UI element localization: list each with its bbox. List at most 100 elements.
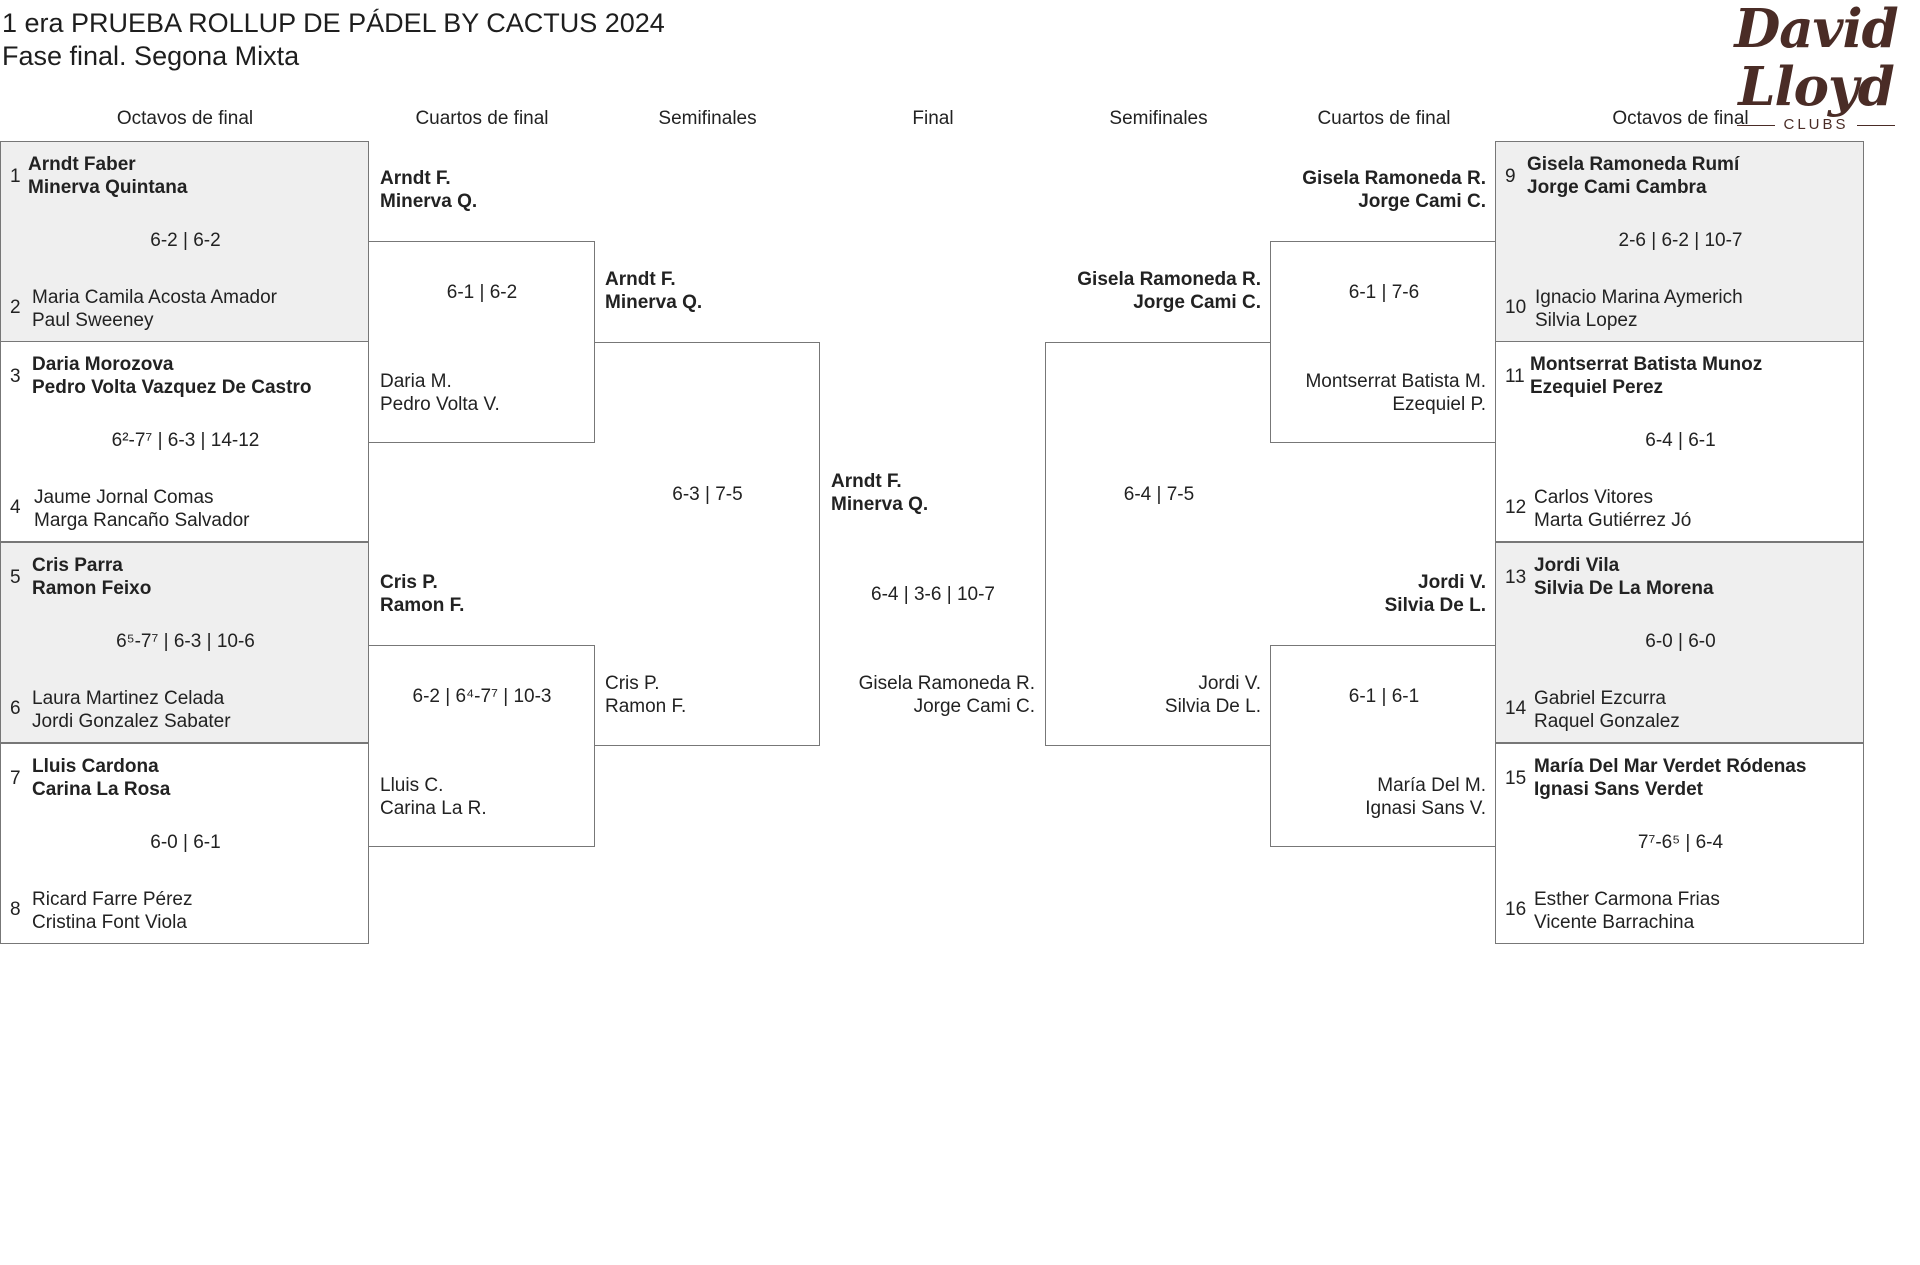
match-score: 2-6 | 6-2 | 10-7 [1618, 230, 1743, 251]
player-name: Silvia De La Morena [1534, 578, 1714, 599]
player-name: Jorge Cami C. [1133, 292, 1261, 313]
player-name: María Del Mar Verdet Ródenas [1534, 756, 1807, 777]
player-name: Carina La R. [380, 798, 487, 819]
match-card-r16: 11 Montserrat Batista Munoz Ezequiel Per… [1495, 341, 1864, 542]
player-name: Montserrat Batista Munoz [1530, 354, 1763, 375]
match-score: 6-2 | 6-2 [150, 230, 221, 251]
final-runner-up: Gisela Ramoneda R. Jorge Cami C. [820, 672, 1035, 718]
player-name: Raquel Gonzalez [1534, 711, 1680, 732]
qf-team-top: Cris P. Ramon F. [380, 571, 464, 617]
match-score: 6-0 | 6-1 [150, 832, 221, 853]
match-score: 6²-7⁷ | 6-3 | 14-12 [111, 430, 260, 451]
player-name: Daria Morozova [32, 354, 174, 375]
seed-number: 8 [10, 899, 21, 920]
match-card-r16: 5 Cris Parra Ramon Feixo 6⁵-7⁷ | 6-3 | 1… [0, 542, 369, 743]
player-name: Cristina Font Viola [32, 912, 187, 933]
player-name: Silvia De L. [1384, 595, 1486, 616]
seed-number: 5 [10, 567, 21, 588]
match-card-r16: 3 Daria Morozova Pedro Volta Vazquez De … [0, 341, 369, 542]
brand-logo: David Lloyd CLUBS [1712, 0, 1920, 133]
page-title: 1 era PRUEBA ROLLUP DE PÁDEL BY CACTUS 2… [2, 8, 665, 38]
player-name: Ramon Feixo [32, 578, 152, 599]
player-name: Jorge Cami Cambra [1527, 177, 1707, 198]
match-score: 6-1 | 6-1 [1348, 686, 1420, 707]
sf-bracket-box: 6-4 | 7-5 [1045, 342, 1271, 746]
player-name: Esther Carmona Frias [1534, 889, 1720, 910]
sf-team-top: Gisela Ramoneda R. Jorge Cami C. [1046, 268, 1261, 314]
seed-number: 14 [1505, 698, 1527, 719]
round-header-final: Final [912, 108, 954, 129]
player-name: Lluis C. [380, 775, 444, 796]
player-name: Jordi V. [1418, 572, 1486, 593]
player-name: Cris Parra [32, 555, 123, 576]
seed-number: 11 [1505, 366, 1525, 387]
qf-bracket-box: 6-1 | 7-6 [1270, 241, 1496, 443]
round-header-qf-left: Cuartos de final [415, 108, 549, 129]
player-name: Laura Martinez Celada [32, 688, 225, 709]
match-score: 6-1 | 6-2 [446, 282, 518, 303]
player-name: Minerva Q. [380, 191, 478, 212]
sf-team-bottom: Jordi V. Silvia De L. [1046, 672, 1261, 718]
player-name: Cris P. [380, 572, 438, 593]
match-card-r16: 15 María Del Mar Verdet Ródenas Ignasi S… [1495, 743, 1864, 944]
player-name: Paul Sweeney [32, 310, 154, 331]
player-name: Gisela Ramoneda R. [858, 673, 1035, 694]
player-name: Gisela Ramoneda Rumí [1527, 154, 1740, 175]
qf-team-bottom: Lluis C. Carina La R. [380, 774, 487, 820]
seed-number: 15 [1505, 768, 1527, 789]
round-header-sf-right: Semifinales [1109, 108, 1208, 129]
seed-number: 6 [10, 698, 21, 719]
match-card-r16: 13 Jordi Vila Silvia De La Morena 6-0 | … [1495, 542, 1864, 743]
player-name: Ignacio Marina Aymerich [1535, 287, 1743, 308]
seed-number: 1 [10, 166, 21, 187]
seed-number: 4 [10, 497, 21, 518]
player-name: Pedro Volta Vazquez De Castro [32, 377, 312, 398]
qf-bracket-box: 6-2 | 6⁴-7⁷ | 10-3 [369, 645, 595, 847]
logo-wordmark: David Lloyd [1734, 0, 1898, 118]
qf-team-top: Gisela Ramoneda R. Jorge Cami C. [1271, 167, 1486, 213]
player-name: Minerva Q. [831, 494, 929, 515]
seed-number: 3 [10, 366, 21, 387]
player-name: María Del M. [1377, 775, 1486, 796]
round-header-r16-left: Octavos de final [116, 108, 254, 129]
logo-subtitle: CLUBS [1737, 116, 1895, 133]
player-name: Arndt F. [380, 168, 451, 189]
qf-team-top: Arndt F. Minerva Q. [380, 167, 477, 213]
page-subtitle: Fase final. Segona Mixta [2, 41, 300, 71]
match-score: 6-2 | 6⁴-7⁷ | 10-3 [412, 686, 552, 707]
match-score: 6-1 | 7-6 [1348, 282, 1420, 303]
sf-team-top: Arndt F. Minerva Q. [605, 268, 702, 314]
player-name: Ignasi Sans V. [1365, 798, 1486, 819]
match-card-r16: 1 Arndt Faber Minerva Quintana 6-2 | 6-2… [0, 141, 369, 342]
player-name: Arndt F. [605, 269, 676, 290]
round-header-r16-right: Octavos de final [1612, 108, 1749, 129]
player-name: Silvia De L. [1164, 696, 1261, 717]
seed-number: 13 [1505, 567, 1527, 588]
player-name: Jordi Gonzalez Sabater [32, 711, 231, 732]
player-name: Gabriel Ezcurra [1534, 688, 1666, 709]
player-name: Ricard Farre Pérez [32, 889, 193, 910]
match-score: 6-4 | 7-5 [1123, 484, 1195, 505]
seed-number: 10 [1505, 297, 1527, 318]
player-name: Lluis Cardona [32, 756, 159, 777]
qf-bracket-box: 6-1 | 6-2 [369, 241, 595, 443]
player-name: Minerva Q. [605, 292, 703, 313]
seed-number: 9 [1505, 166, 1516, 187]
match-score: 6-4 | 6-1 [1645, 430, 1716, 451]
player-name: Ramon F. [380, 595, 465, 616]
player-name: Vicente Barrachina [1534, 912, 1695, 933]
player-name: Jorge Cami C. [913, 696, 1035, 717]
player-name: Jaume Jornal Comas [34, 487, 214, 508]
player-name: Ramon F. [605, 696, 687, 717]
player-name: Minerva Quintana [28, 177, 188, 198]
player-name: Pedro Volta V. [380, 394, 500, 415]
seed-number: 2 [10, 297, 21, 318]
player-name: Marta Gutiérrez Jó [1534, 510, 1692, 531]
player-name: Jorge Cami C. [1358, 191, 1486, 212]
player-name: Maria Camila Acosta Amador [32, 287, 277, 308]
player-name: Cris P. [605, 673, 660, 694]
round-header-sf-left: Semifinales [658, 108, 757, 129]
player-name: Gisela Ramoneda R. [1302, 168, 1486, 189]
player-name: Arndt F. [831, 471, 902, 492]
sf-team-bottom: Cris P. Ramon F. [605, 672, 686, 718]
